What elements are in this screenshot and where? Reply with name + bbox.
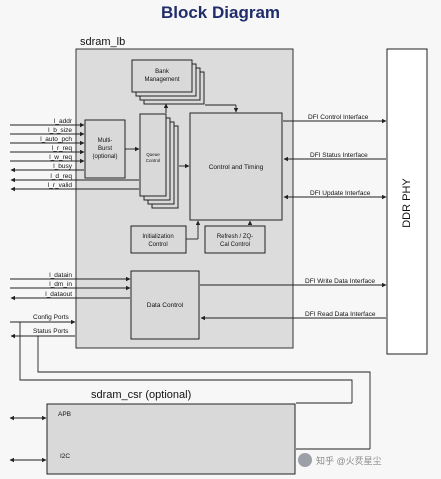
signal-l-d-req: l_d_req — [50, 173, 72, 180]
sdram-csr-label: sdram_csr (optional) — [91, 389, 191, 401]
signal-l-dm-in: l_dm_in — [49, 281, 72, 288]
dfi-read-data-interface-label: DFI Read Data Interface — [305, 311, 376, 318]
apb-label: APB — [58, 411, 71, 418]
initialization-control-block — [130, 225, 187, 254]
data-control-label: Data Control — [147, 302, 184, 309]
dfi-update-interface-label: DFI Update Interface — [310, 190, 371, 197]
initialization-control-label-1: Initialization — [142, 234, 173, 240]
signal-l-datain: l_datain — [49, 272, 72, 279]
refresh-zq-cal-label-2: Cal Control — [220, 242, 250, 248]
signal-l-r-req: l_r_req — [52, 145, 73, 152]
data-signal-arrows — [10, 276, 131, 301]
ddr-phy-block — [386, 48, 428, 355]
queue-control-label-2: Control — [146, 158, 161, 163]
signal-l-addr: l_addr — [54, 118, 73, 125]
signal-l-r-valid: l_r_valid — [48, 182, 73, 189]
status-ports-label: Status Ports — [33, 328, 69, 335]
bank-management-label-2: Management — [144, 77, 179, 83]
control-timing-label: Control and Timing — [209, 164, 264, 171]
bank-management-label-1: Bank — [155, 69, 170, 75]
sdram-csr-block — [46, 403, 296, 475]
left-signal-arrows — [10, 122, 139, 192]
data-control-block — [130, 270, 200, 340]
signal-l-b-size: l_b_size — [48, 127, 72, 134]
signal-l-dataout: l_dataout — [45, 291, 72, 298]
dfi-interface-arrows — [200, 118, 387, 321]
config-ports-label: Config Ports — [33, 314, 70, 321]
multi-burst-label-1: Multi- — [98, 138, 113, 144]
multi-burst-label-3: (optional) — [92, 154, 117, 160]
csr-connection-lines — [19, 322, 371, 450]
dfi-write-data-interface-label: DFI Write Data Interface — [305, 278, 375, 285]
queue-control-block — [139, 113, 167, 197]
initialization-control-label-2: Control — [148, 242, 167, 248]
control-timing-block — [189, 112, 283, 221]
watermark-icon — [298, 453, 312, 467]
refresh-zq-cal-label-1: Refresh / ZQ- — [217, 234, 253, 240]
watermark-text: 知乎 @火烎星尘 — [316, 455, 382, 466]
refresh-zq-cal-block — [204, 225, 266, 254]
ddr-phy-label: DDR PHY — [401, 178, 413, 228]
multi-burst-label-2: Burst — [98, 146, 112, 152]
page-title: Block Diagram — [160, 3, 281, 22]
dfi-control-interface-label: DFI Control Interface — [308, 114, 369, 121]
multi-burst-block — [84, 119, 126, 179]
sdram-lb-label: sdram_lb — [80, 36, 125, 48]
signal-l-auto-pch: l_auto_pch — [40, 136, 72, 143]
i2c-label: I2C — [60, 453, 70, 460]
queue-control-label-1: Queue — [146, 152, 160, 157]
signal-l-busy: l_busy — [53, 163, 73, 170]
signal-l-w-req: l_w_req — [49, 154, 72, 161]
bank-management-block — [131, 59, 193, 93]
dfi-status-interface-label: DFI Status Interface — [310, 152, 368, 159]
